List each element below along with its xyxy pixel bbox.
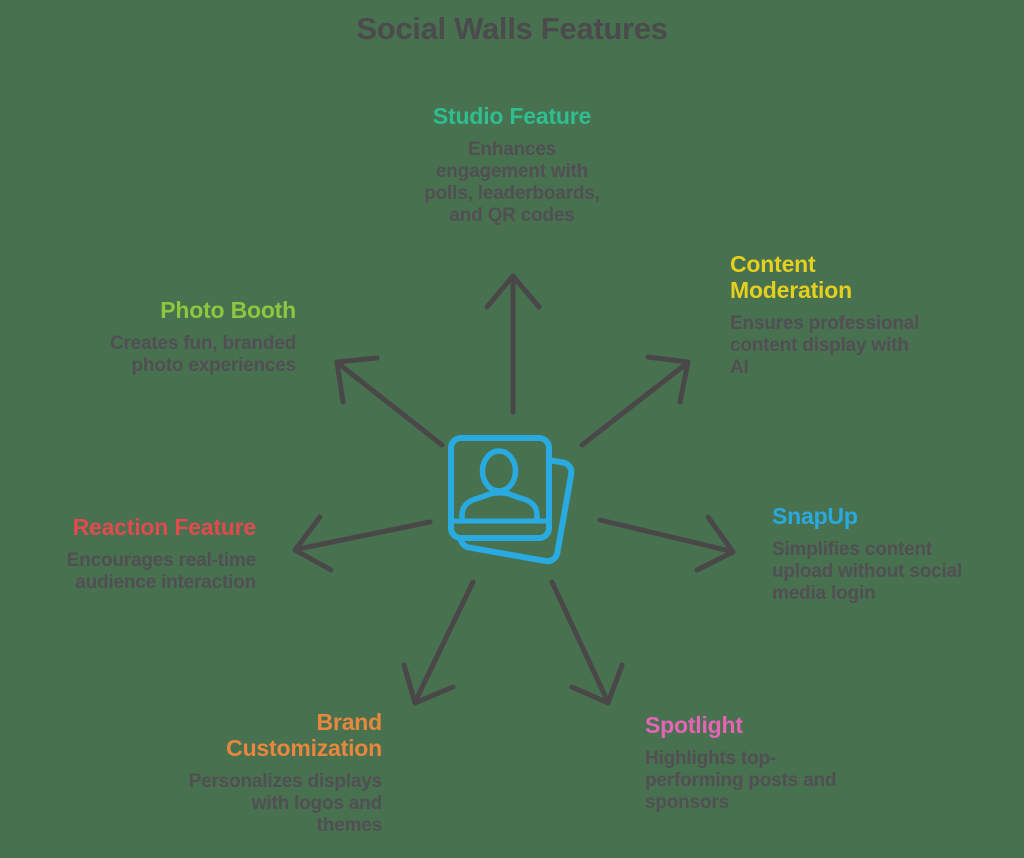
page-title: Social Walls Features [356,11,668,46]
feature-brand-customization: Brand Customization Personalizes display… [122,709,382,837]
feature-description: Personalizes displays with logos and the… [188,771,382,836]
feature-description: Creates fun, branded photo experiences [109,333,296,376]
feature-name: Brand Customization [226,709,382,761]
feature-description: Encourages real-time audience interactio… [66,550,256,593]
feature-content-moderation: Content Moderation Ensures professional … [730,251,960,379]
arrow-up-left-icon [334,355,445,448]
arrow-left-icon [292,514,433,573]
front-card [448,435,552,541]
feature-description: Highlights top- performing posts and spo… [645,748,837,813]
arrow-down-right-icon [549,579,625,706]
person-shoulders [459,490,540,524]
arrow-down-left-icon [401,579,476,706]
feature-name: SnapUp [772,503,858,529]
feature-description: Simplifies content upload without social… [772,539,963,604]
arrow-right-icon [597,514,736,573]
feature-name: Content Moderation [730,251,852,303]
feature-description: Enhances engagement with polls, leaderbo… [424,139,600,226]
feature-name: Spotlight [645,712,743,738]
arrow-up-right-icon [579,354,691,448]
feature-photo-booth: Photo Booth Creates fun, branded photo e… [26,297,296,377]
arrow-group [292,273,736,706]
feature-description: Ensures professional content display wit… [730,313,920,378]
feature-spotlight: Spotlight Highlights top- performing pos… [645,712,870,814]
feature-snapup: SnapUp Simplifies content upload without… [772,503,1007,605]
feature-name: Reaction Feature [72,514,257,540]
feature-studio-feature: Studio Feature Enhances engagement with … [377,103,647,227]
photo-card-stack-icon [448,435,575,565]
feature-reaction-feature: Reaction Feature Encourages real-time au… [0,514,256,594]
feature-name: Photo Booth [160,297,296,323]
arrow-up-icon [484,273,542,415]
feature-name: Studio Feature [432,103,592,129]
